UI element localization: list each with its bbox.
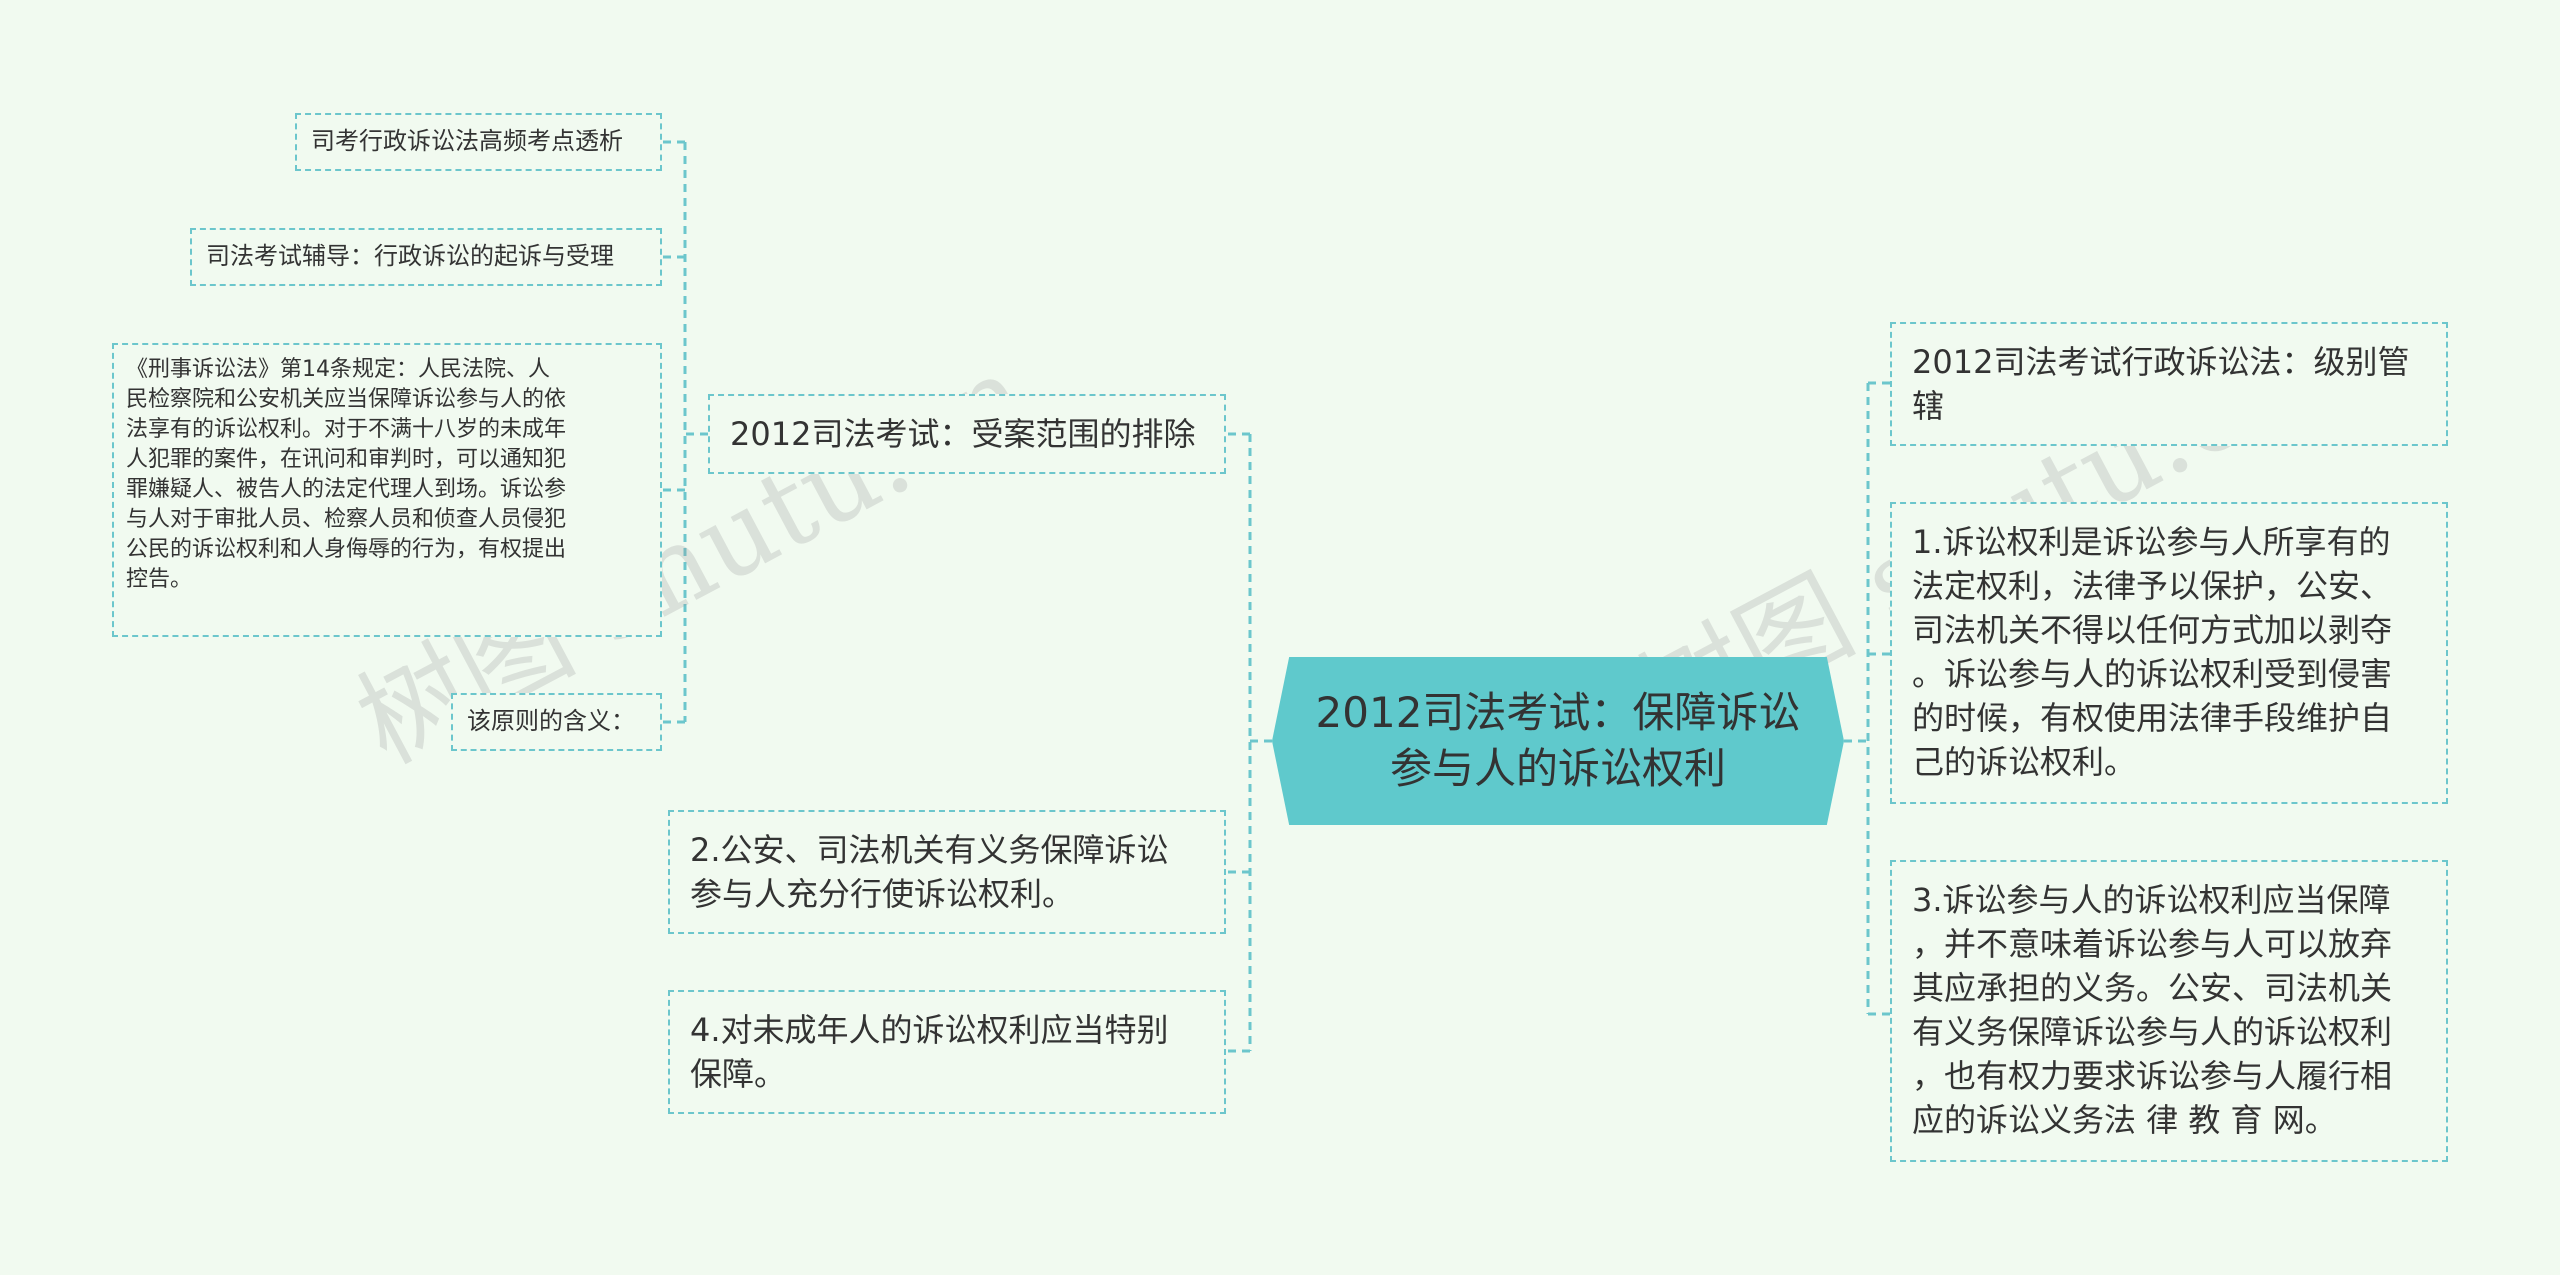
right-branch-2[interactable]: 1.诉讼权利是诉讼参与人所享有的 法定权利，法律予以保护，公安、 司法机关不得以… xyxy=(1890,502,2448,804)
central-topic[interactable]: 2012司法考试：保障诉讼参与人的诉讼权利 xyxy=(1272,657,1844,825)
sub-branch-1[interactable]: 司考行政诉讼法高频考点透析 xyxy=(295,113,662,171)
right-branch-1[interactable]: 2012司法考试行政诉讼法：级别管 辖 xyxy=(1890,322,2448,446)
left-branch-2[interactable]: 2.公安、司法机关有义务保障诉讼 参与人充分行使诉讼权利。 xyxy=(668,810,1226,934)
left-branch-1[interactable]: 2012司法考试：受案范围的排除 xyxy=(708,394,1226,474)
sub-branch-4[interactable]: 该原则的含义： xyxy=(451,693,662,751)
central-topic-label: 2012司法考试：保障诉讼参与人的诉讼权利 xyxy=(1315,688,1801,793)
left-branch-3[interactable]: 4.对未成年人的诉讼权利应当特别 保障。 xyxy=(668,990,1226,1114)
sub-branch-3[interactable]: 《刑事诉讼法》第14条规定：人民法院、人 民检察院和公安机关应当保障诉讼参与人的… xyxy=(112,343,662,637)
sub-branch-2[interactable]: 司法考试辅导：行政诉讼的起诉与受理 xyxy=(190,228,662,286)
right-branch-3[interactable]: 3.诉讼参与人的诉讼权利应当保障 ，并不意味着诉讼参与人可以放弃 其应承担的义务… xyxy=(1890,860,2448,1162)
